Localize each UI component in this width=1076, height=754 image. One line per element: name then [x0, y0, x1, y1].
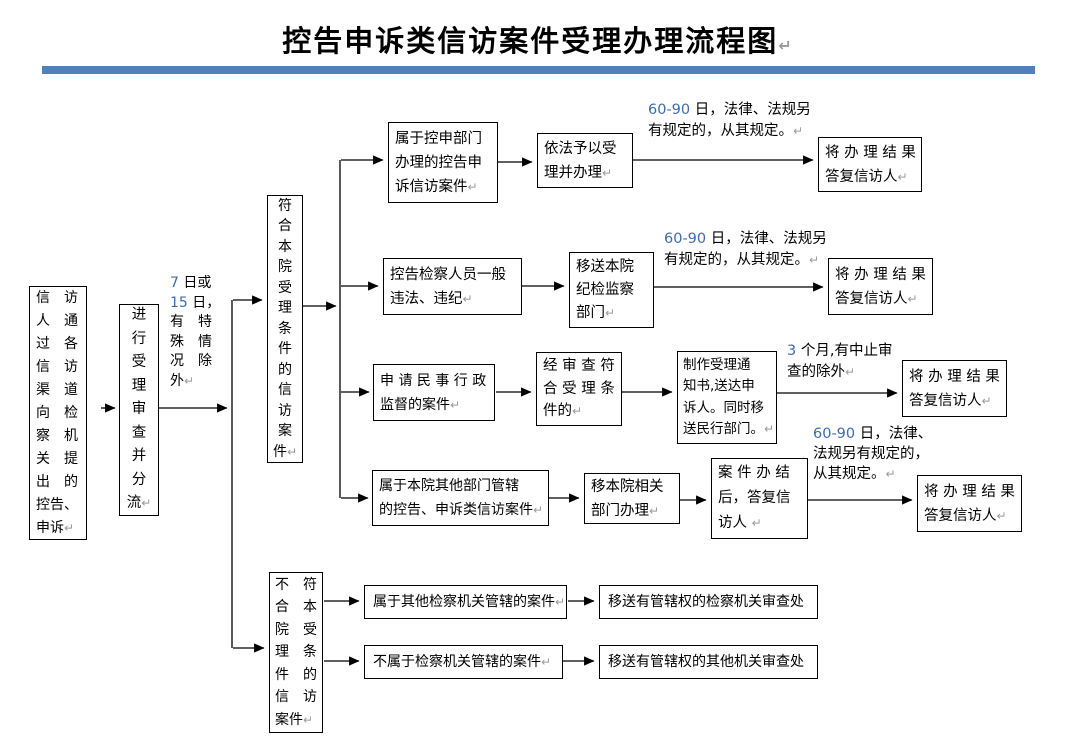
- node-triage: 进行受理审查并分流↵: [119, 304, 159, 516]
- node-non-procuratorate-case: 不属于检察机关管辖的案件↵: [364, 645, 563, 679]
- node-other-procuratorate-case: 属于其他检察机关管辖的案件↵: [364, 585, 567, 619]
- node-transfer-discipline-dept: 移送本院纪检监察部门↵: [569, 252, 654, 328]
- node-unqualified-cases: 不 符合 本院 受理 条件 的信 访案件↵: [269, 572, 323, 733]
- node-acceptance-notice: 制作受理通知书,送达申诉人。同时移送民行部门。↵: [677, 351, 777, 444]
- node-accept-by-law: 依法予以受理并办理↵: [537, 133, 633, 188]
- node-r4-reply-result: 将 办 理 结 果答复信访人↵: [917, 475, 1022, 532]
- title-underline-bar: [42, 66, 1035, 74]
- note-r2-deadline: 60-90 日，法律、法规另有规定的，从其规定。↵: [664, 231, 827, 268]
- node-qualified-cases: 符合本院受理条件的信访案件↵: [267, 195, 303, 463]
- node-accuse-prosecutor-case: 控告检察人员一般违法、违纪↵: [383, 258, 522, 315]
- node-transfer-to-other-organ: 移送有管辖权的其他机关审查处: [599, 645, 818, 679]
- node-transfer-related-dept: 移本院相关部门办理↵: [584, 473, 680, 524]
- node-r2-reply-result: 将 办 理 结 果答复信访人↵: [828, 258, 933, 315]
- page-title: 控告申诉类信访案件受理办理流程图↵: [282, 24, 794, 58]
- node-review-qualified: 经 审 查 符合 受 理 条件的↵: [536, 352, 622, 426]
- node-transfer-to-procuratorate: 移送有管辖权的检察机关审查处: [599, 585, 818, 619]
- node-control-dept-case: 属于控申部门办理的控告申诉信访案件↵: [388, 122, 498, 203]
- node-r1-reply-result: 将 办 理 结 果答复信访人↵: [818, 137, 922, 192]
- node-case-closed-reply: 案 件 办 结后，答复信访人 ↵: [711, 458, 808, 539]
- note-r1-deadline: 60-90 日，法律、法规另有规定的，从其规定。↵: [648, 102, 811, 139]
- node-other-dept-case: 属于本院其他部门管辖的控告、申诉类信访案件↵: [372, 470, 549, 526]
- node-civil-admin-case: 申 请 民 事 行 政监督的案件↵: [373, 364, 495, 421]
- node-petition-source: 信 访人 通过 各信 访渠 道向 检察 机关 提出 的控告、申诉↵: [29, 286, 87, 540]
- node-r3-reply-result: 将 办 理 结 果答复信访人↵: [902, 360, 1007, 417]
- note-r3-deadline: 3 个月,有中止审查的除外↵: [787, 343, 893, 380]
- note-r4-deadline: 60-90 日，法律、法规另有规定的，从其规定。↵: [813, 426, 933, 482]
